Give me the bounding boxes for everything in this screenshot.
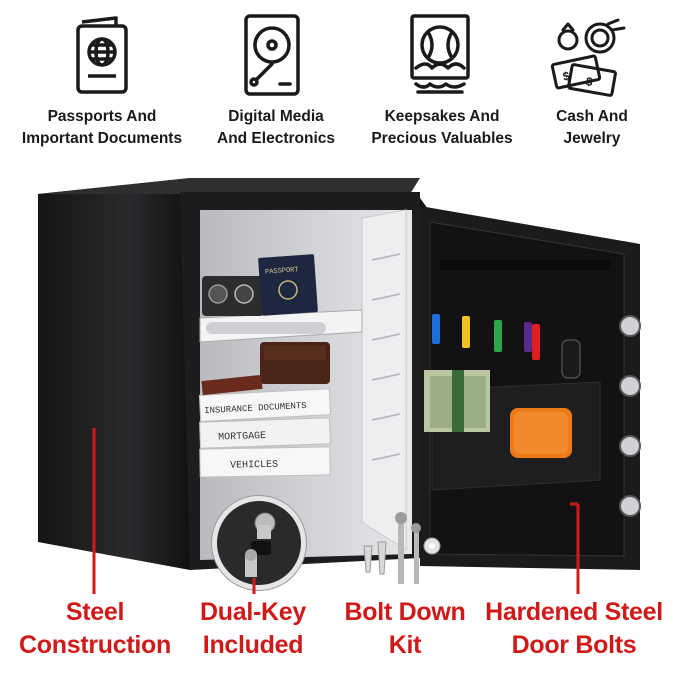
key-lock-inset (212, 496, 306, 590)
bolt-kit (363, 512, 441, 584)
safe-side-panel (38, 178, 190, 570)
key-tags (432, 314, 581, 379)
binder-vehicles (199, 446, 331, 478)
baseball-frame-icon (410, 14, 470, 94)
safe-illustration: PASSPORT INSURANCE DOCUMENTS MORTGAGE VE… (38, 178, 641, 584)
svg-text:VEHICLES: VEHICLES (230, 460, 278, 472)
svg-text:$: $ (584, 75, 594, 90)
binder-mortgage (199, 417, 331, 449)
key-icon (245, 512, 276, 577)
svg-text:$: $ (561, 70, 571, 85)
passport-label: PASSPORT (265, 266, 299, 276)
passport-icon (76, 16, 128, 94)
safe-top-panel (38, 178, 420, 194)
ring-and-cash-icon: $ $ (550, 18, 626, 97)
hard-drive-icon (244, 14, 300, 96)
svg-text:MORTGAGE: MORTGAGE (218, 431, 266, 444)
passport-book (258, 254, 318, 316)
door-bolts (619, 315, 641, 517)
binder-insurance (198, 388, 332, 422)
